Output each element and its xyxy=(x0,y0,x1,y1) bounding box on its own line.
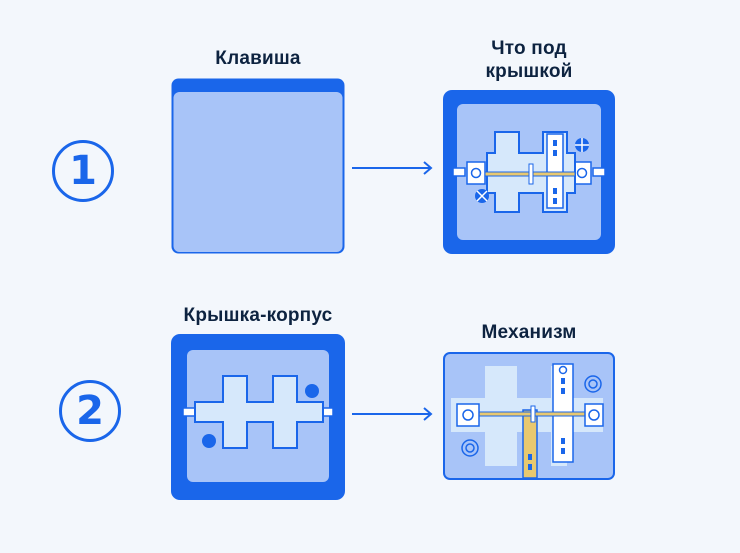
dot-icon xyxy=(305,384,319,398)
label-under-cap-line2: крышкой xyxy=(485,61,573,82)
arrow-right-icon xyxy=(352,407,433,421)
under-cap-illustration xyxy=(443,90,615,254)
dot-icon xyxy=(202,434,216,448)
key-cap-illustration xyxy=(171,78,345,254)
label-mechanism: Механизм xyxy=(481,322,577,343)
screw-plus-icon xyxy=(575,138,589,152)
step-number-2: 2 xyxy=(59,380,121,442)
label-under-cap-line1: Что под xyxy=(491,38,567,59)
label-cap-housing: Крышка-корпус xyxy=(183,305,333,326)
arrow-right-icon xyxy=(352,161,433,175)
cap-housing-illustration xyxy=(171,334,345,500)
label-key: Клавиша xyxy=(215,48,301,69)
mechanism-illustration xyxy=(443,352,615,480)
ring-icon xyxy=(461,439,479,457)
screw-cross-icon xyxy=(475,189,489,203)
step-number-1: 1 xyxy=(52,140,114,202)
ring-icon xyxy=(584,375,602,393)
